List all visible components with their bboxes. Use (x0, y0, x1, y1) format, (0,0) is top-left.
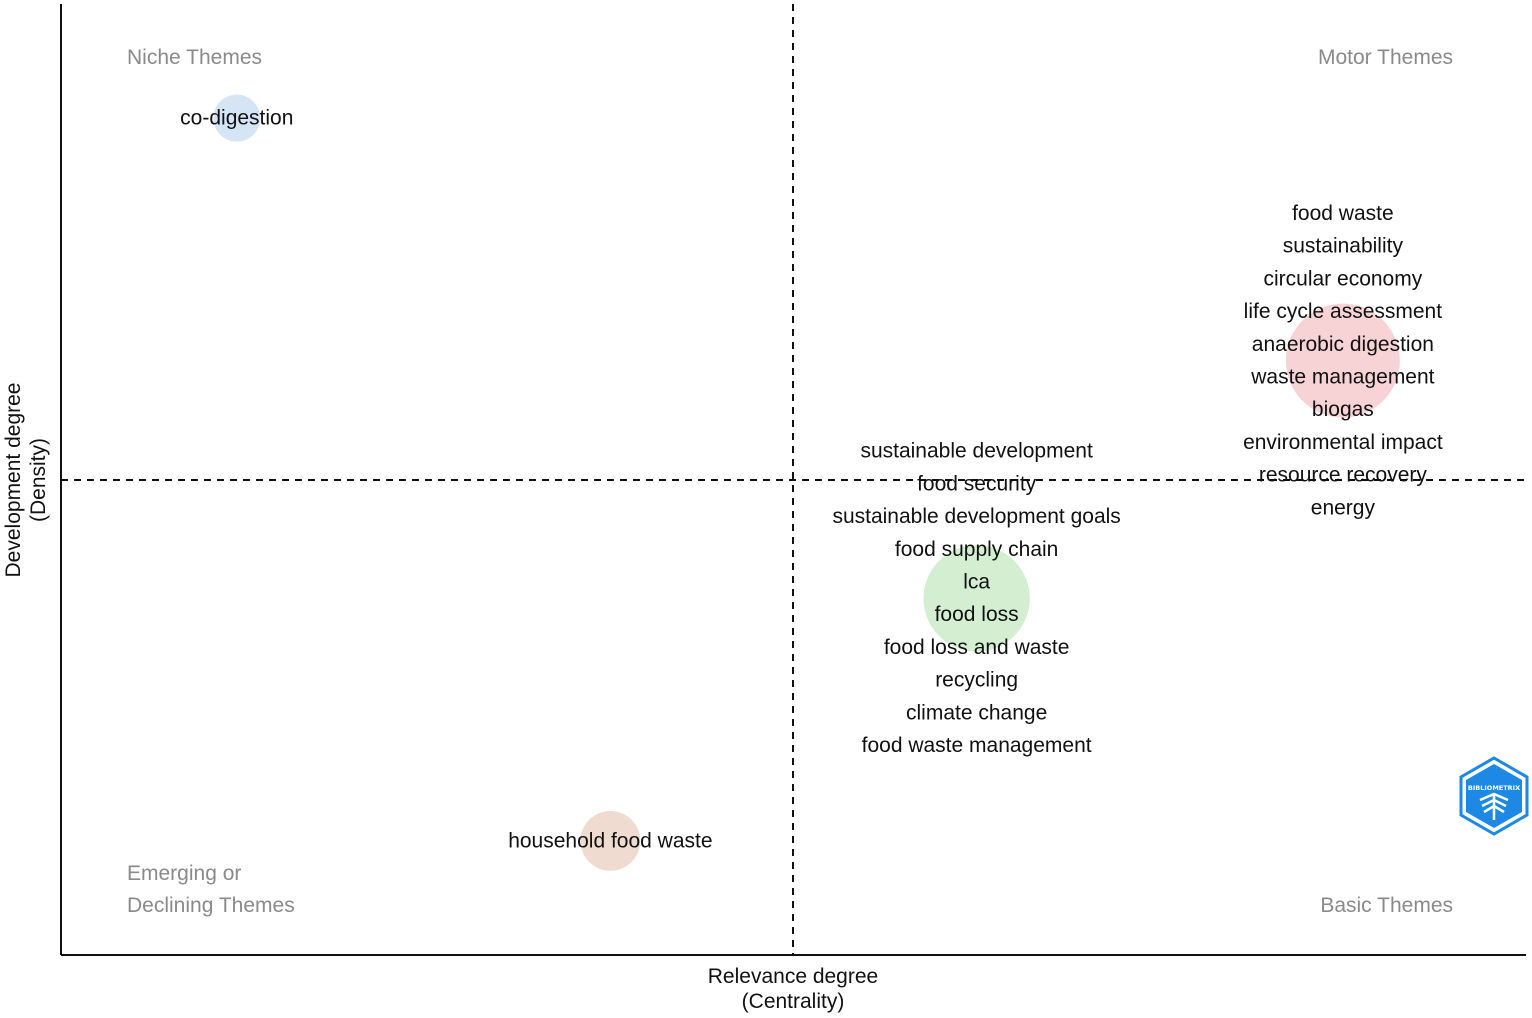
cluster-2-term-0: sustainable development (860, 440, 1092, 463)
cluster-1-term-9: energy (1311, 496, 1376, 519)
cluster-3-term-0: household food waste (508, 829, 712, 852)
cluster-bubble-2 (923, 545, 1030, 652)
cluster-1-term-4: anaerobic digestion (1252, 333, 1434, 356)
cluster-1-term-2: circular economy (1264, 267, 1423, 290)
cluster-bubble-1 (1285, 303, 1400, 418)
cluster-2-term-4: lca (963, 571, 990, 594)
cluster-1-term-0: food waste (1292, 202, 1394, 225)
cluster-1-term-8: resource recovery (1259, 464, 1428, 487)
quadrant-label-motor: Motor Themes (1318, 46, 1453, 69)
cluster-1-term-6: biogas (1312, 398, 1374, 421)
cluster-2-term-6: food loss and waste (884, 636, 1070, 659)
logo-text: BIBLIOMETRIX (1468, 784, 1520, 792)
cluster-1-term-1: sustainability (1283, 235, 1404, 258)
y-axis-title-line1: Development degree (2, 383, 25, 578)
bibliometrix-logo: BIBLIOMETRIX (1459, 756, 1529, 836)
x-axis-title-line2: (Centrality) (742, 990, 845, 1013)
x-axis-title-line1: Relevance degree (708, 965, 878, 988)
quadrant-label-niche: Niche Themes (127, 46, 262, 69)
quadrant-label-basic: Basic Themes (1320, 894, 1453, 917)
cluster-2-term-2: sustainable development goals (832, 505, 1120, 528)
quadrant-label-emerging-line1: Emerging or (127, 862, 241, 885)
cluster-2-term-3: food supply chain (895, 538, 1058, 561)
cluster-1-term-7: environmental impact (1243, 431, 1443, 454)
cluster-2-term-1: food security (917, 472, 1037, 495)
cluster-0-term-0: co-digestion (180, 107, 293, 130)
logo-book-icon (1479, 792, 1509, 820)
cluster-bubble-0 (213, 94, 261, 142)
cluster-2-term-8: climate change (906, 701, 1047, 724)
cluster-2-term-9: food waste management (862, 734, 1092, 757)
cluster-bubble-3 (580, 810, 641, 871)
cluster-1-term-3: life cycle assessment (1244, 300, 1443, 323)
quadrant-label-emerging-line2: Declining Themes (127, 894, 295, 917)
cluster-1-term-5: waste management (1250, 365, 1434, 388)
cluster-2-term-7: recycling (935, 669, 1018, 692)
cluster-2-term-5: food loss (935, 603, 1019, 626)
y-axis-title-line2: (Density) (27, 438, 50, 522)
